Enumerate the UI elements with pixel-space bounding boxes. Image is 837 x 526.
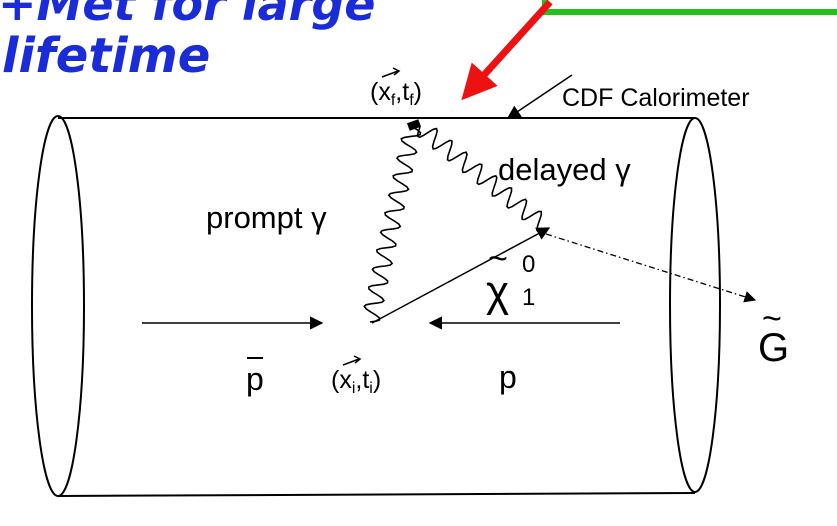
svg-text:0: 0: [522, 251, 535, 278]
svg-text:G: G: [758, 326, 789, 370]
callout-arrow: [466, 2, 550, 95]
svg-text:(xi,ti): (xi,ti): [331, 366, 381, 397]
initial-point-label: (xi,ti): [331, 356, 381, 397]
callout-box: [545, 0, 837, 12]
svg-text:(xf,tf): (xf,tf): [370, 78, 422, 109]
svg-text:1: 1: [522, 284, 535, 311]
heading-line-1: +Met for large: [0, 0, 375, 31]
heading-line-2: lifetime: [2, 28, 210, 84]
cylinder-left-cap: [32, 116, 84, 496]
prompt-photon-line: [364, 127, 420, 322]
proton-label: p: [499, 359, 517, 395]
gravitino-track: [546, 234, 755, 300]
prompt-gamma-label: prompt γ: [206, 200, 327, 235]
calorimeter-label: CDF Calorimeter: [562, 84, 750, 112]
cylinder-bottom-edge: [58, 493, 695, 496]
gravitino-symbol: ~ G: [758, 300, 789, 370]
antiproton-label: p: [246, 358, 264, 397]
delayed-gamma-label: delayed γ: [498, 152, 631, 187]
cylinder-right-cap: [670, 118, 720, 492]
final-point-label: (xf,tf): [370, 68, 422, 109]
svg-text:p: p: [246, 361, 264, 397]
neutralino-symbol: ~ χ 0 1: [486, 240, 535, 316]
svg-text:χ: χ: [486, 267, 509, 316]
